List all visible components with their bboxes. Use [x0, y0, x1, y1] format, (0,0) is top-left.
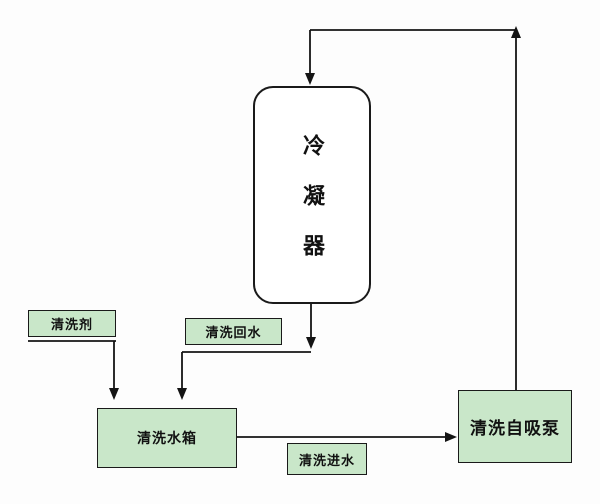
cleaning-agent-label: 清洗剂: [28, 310, 116, 337]
condenser-node: 冷凝器: [253, 86, 371, 304]
cleaning-water-tank-node: 清洗水箱: [97, 408, 237, 468]
cleaning-self-priming-pump-node: 清洗自吸泵: [458, 390, 572, 463]
cleaning-return-water-label: 清洗回水: [185, 318, 282, 345]
arrowhead-down-icon: [305, 73, 315, 85]
arrowhead-right-icon: [445, 432, 457, 442]
arrowhead-up-icon: [511, 26, 521, 38]
arrowhead-down-icon: [177, 388, 187, 400]
cleaning-inlet-water-label: 清洗进水: [287, 443, 367, 475]
arrowhead-down-icon: [306, 337, 316, 349]
arrowhead-down-icon: [109, 388, 119, 400]
condenser-label: 冷凝器: [299, 134, 325, 284]
